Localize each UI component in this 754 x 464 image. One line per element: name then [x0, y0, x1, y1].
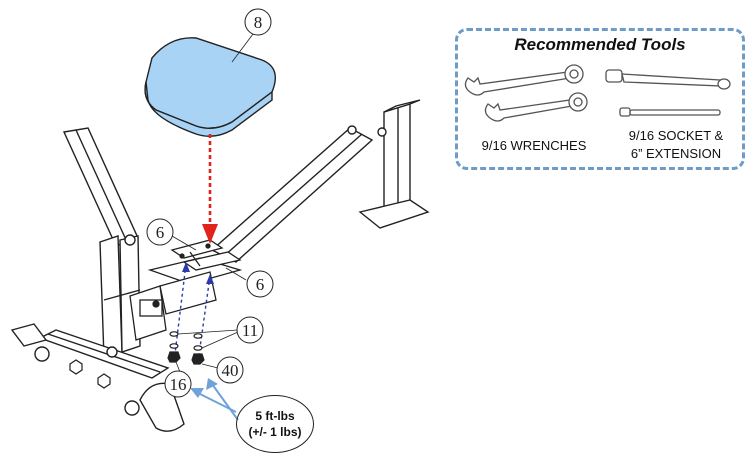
- seat-pad: [144, 37, 276, 137]
- torque-arrows: [190, 378, 239, 421]
- callout-16: 16: [164, 370, 192, 398]
- main-rail: [210, 125, 387, 263]
- wrench-label: 9/16 WRENCHES: [481, 138, 587, 153]
- recommended-tools-title: Recommended Tools: [514, 35, 686, 54]
- top-bracket-plates: [170, 239, 242, 271]
- callout-16-label: 16: [170, 375, 187, 394]
- hardware-stack: [167, 331, 205, 365]
- callout-11: 11: [236, 316, 264, 344]
- front-upright: [62, 127, 141, 359]
- callout-8-label: 8: [254, 13, 263, 32]
- callout-40: 40: [216, 356, 244, 384]
- callout-6-right-label: 6: [256, 275, 265, 294]
- callout-40-label: 40: [222, 361, 239, 380]
- socket-label-line1: 9/16 SOCKET &: [628, 128, 724, 143]
- torque-line2: (+/- 1 lbs): [248, 425, 302, 439]
- socket-label-line2: 6” EXTENSION: [630, 146, 722, 161]
- callout-leaders: [171, 29, 257, 373]
- socket-label: 9/16 SOCKET & 6” EXTENSION: [608, 127, 744, 163]
- torque-spec-bubble: 5 ft-lbs (+/- 1 lbs): [236, 395, 314, 453]
- torque-line1: 5 ft-lbs: [255, 409, 295, 423]
- callout-6-right: 6: [246, 270, 274, 298]
- pad-drop-arrow: [202, 134, 218, 244]
- callout-8: 8: [244, 8, 272, 36]
- callout-11-label: 11: [242, 321, 258, 340]
- callout-6-left: 6: [146, 218, 174, 246]
- recommended-tools-box: Recommended Tools 9/16 WRENCHES 9/16 SOC…: [455, 28, 745, 170]
- rear-upright: [358, 99, 430, 229]
- socket-icon: [605, 69, 731, 117]
- base-rail: [10, 323, 170, 416]
- base-nuts: [69, 359, 111, 389]
- wrench-icon: [464, 64, 588, 122]
- callout-6-left-label: 6: [156, 223, 165, 242]
